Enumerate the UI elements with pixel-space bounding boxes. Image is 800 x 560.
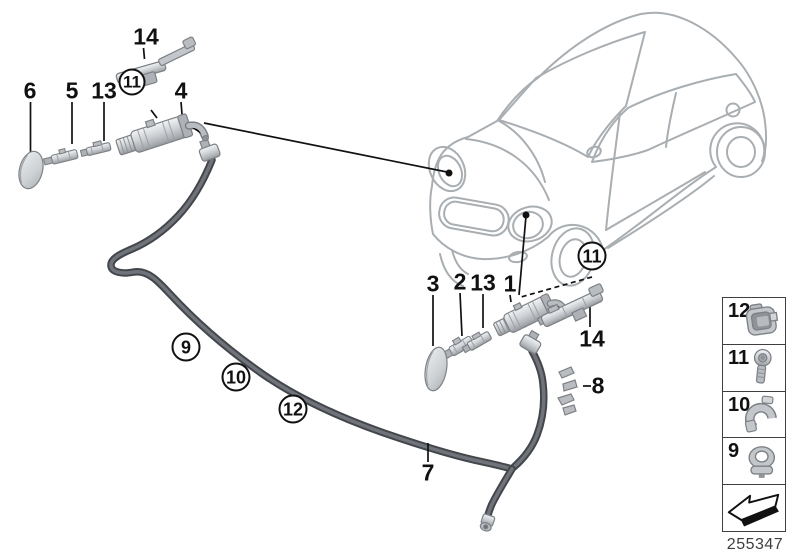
- leader-lines: [29, 47, 593, 462]
- callout-14-mid[interactable]: 14: [579, 325, 605, 352]
- callout-6[interactable]: 6: [23, 77, 37, 104]
- car-rear-wheel: [716, 126, 766, 178]
- car-window-divider: [665, 92, 677, 148]
- car-hood-seam-2: [498, 120, 546, 183]
- part-cover-cap-6: [18, 150, 44, 190]
- diagram-number: 255347: [726, 536, 784, 553]
- part-telescopic-nozzle-left: [115, 113, 210, 156]
- hose-clip-icon: [744, 395, 777, 433]
- direction-arrow-icon: [727, 494, 780, 527]
- hose-elbow-fitting-top: [198, 138, 221, 162]
- car-door-bottom: [605, 171, 706, 231]
- car-headlight-left: [427, 145, 467, 193]
- callout-11-top[interactable]: 11: [118, 68, 146, 96]
- callout-13-top[interactable]: 13: [91, 77, 117, 104]
- car-side-glass: [591, 73, 756, 163]
- callout-14-top[interactable]: 14: [133, 23, 159, 50]
- car-fuel-cap: [725, 102, 741, 118]
- legend-label-9: 9: [728, 440, 740, 463]
- hose-grommet-icon: [748, 446, 776, 479]
- callout-2[interactable]: 2: [453, 268, 467, 295]
- car-outline: [427, 11, 767, 287]
- car-headlight-right: [507, 205, 553, 243]
- screw-icon: [753, 348, 772, 384]
- car-rocker-line: [607, 175, 715, 249]
- car-front-left-wheel-hint: [439, 249, 469, 287]
- hose-elbow-fitting-branch: [519, 329, 542, 355]
- callout-7[interactable]: 7: [421, 459, 435, 486]
- car-rear-wheel-rim: [726, 136, 756, 168]
- callout-4[interactable]: 4: [174, 77, 188, 104]
- hose-end-fitting: [479, 513, 496, 532]
- cable-clip-icon: [745, 303, 779, 336]
- car-silhouette: [429, 11, 767, 261]
- legend-label-10: 10: [728, 393, 751, 416]
- fastener-legend: 12 11: [722, 297, 786, 532]
- part-connector-13-mid: [461, 331, 492, 354]
- callout-10[interactable]: 10: [221, 362, 251, 392]
- car-door-seam: [605, 112, 621, 231]
- callout-8[interactable]: 8: [591, 372, 605, 399]
- washer-hose-branch: [483, 347, 548, 525]
- callout-11-mid[interactable]: 11: [577, 241, 607, 271]
- car-mirror: [586, 145, 602, 159]
- part-connector-5: [42, 147, 79, 166]
- washer-hose-main: [107, 156, 516, 473]
- car-hood-seam: [465, 138, 550, 201]
- callout-1[interactable]: 1: [503, 270, 517, 297]
- car-headlight-left-inner: [436, 154, 464, 188]
- legend-label-11: 11: [728, 346, 750, 369]
- legend-direction-arrow[interactable]: [723, 485, 785, 531]
- car-windshield: [498, 31, 646, 158]
- part-holder-bracket-right: [540, 283, 604, 328]
- car-fog-light: [508, 250, 528, 264]
- callout-12[interactable]: 12: [278, 394, 308, 424]
- part-connector-13-top: [79, 140, 112, 158]
- part-clip-set-8: [557, 366, 578, 416]
- legend-item-12[interactable]: 12: [723, 298, 785, 345]
- legend-item-9[interactable]: 9: [723, 438, 785, 486]
- legend-item-10[interactable]: 10: [723, 392, 785, 439]
- callout-13-mid[interactable]: 13: [470, 269, 496, 296]
- car-grille: [438, 196, 510, 237]
- legend-item-11[interactable]: 11: [723, 345, 785, 392]
- callout-5[interactable]: 5: [65, 77, 79, 104]
- part-cover-cap-3: [424, 346, 448, 392]
- legend-label-12: 12: [728, 300, 751, 322]
- callout-3[interactable]: 3: [426, 270, 440, 297]
- callout-9[interactable]: 9: [171, 332, 201, 362]
